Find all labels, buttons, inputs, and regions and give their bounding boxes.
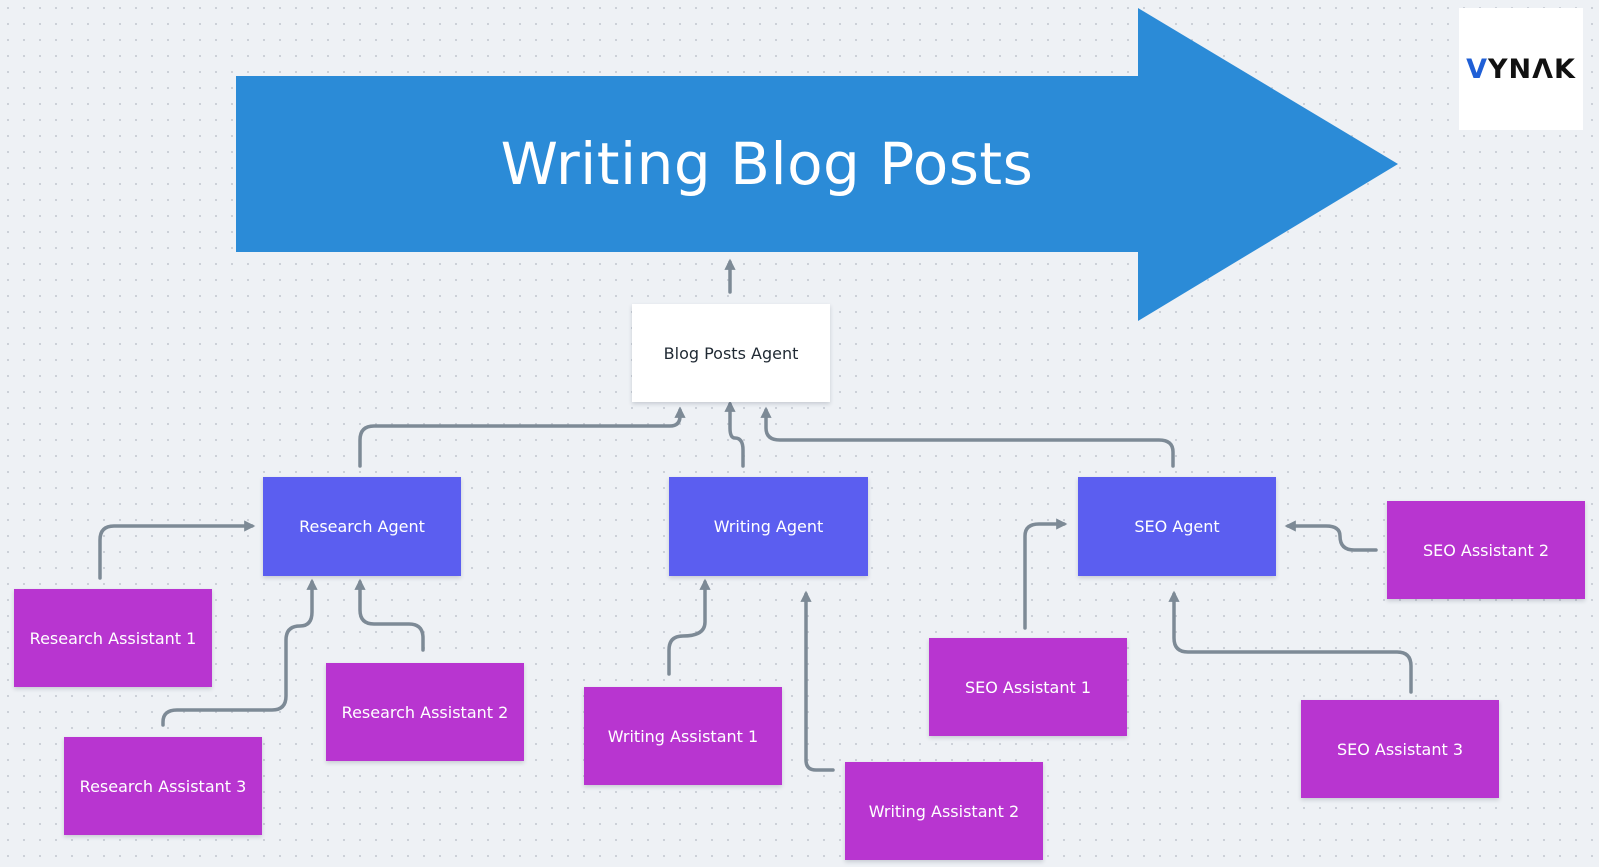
- node-label: Writing Assistant 1: [607, 726, 759, 746]
- node-research-assistant-3[interactable]: Research Assistant 3: [64, 737, 262, 835]
- node-seo-agent[interactable]: SEO Agent: [1078, 477, 1276, 576]
- banner-arrow-head: [1138, 8, 1398, 321]
- edge-seo-assistant-1-to-seo-agent: [1023, 518, 1068, 630]
- node-label: Research Assistant 1: [29, 628, 197, 648]
- node-label: SEO Assistant 1: [964, 677, 1092, 697]
- edge-writing-assistant-2-to-writing-agent: [800, 590, 835, 772]
- node-label: SEO Agent: [1134, 517, 1220, 536]
- node-blog-posts-agent[interactable]: Blog Posts Agent: [632, 304, 830, 402]
- edge-research-assistant-2-to-research-agent: [354, 578, 425, 652]
- node-writing-agent[interactable]: Writing Agent: [669, 477, 868, 576]
- edge-research-assistant-1-to-research-agent: [98, 520, 256, 580]
- node-label: Research Assistant 2: [341, 702, 509, 722]
- node-label: Writing Assistant 2: [868, 801, 1020, 821]
- logo-wordmark: VYNΛK: [1466, 54, 1576, 85]
- node-label: SEO Assistant 3: [1336, 739, 1464, 759]
- node-research-assistant-1[interactable]: Research Assistant 1: [14, 589, 212, 687]
- node-research-agent[interactable]: Research Agent: [263, 477, 461, 576]
- edge-research-agent-to-blog-posts-agent: [358, 406, 686, 468]
- node-writing-assistant-2[interactable]: Writing Assistant 2: [845, 762, 1043, 860]
- node-label: Blog Posts Agent: [663, 343, 799, 363]
- node-label: Writing Agent: [713, 517, 824, 536]
- node-writing-assistant-1[interactable]: Writing Assistant 1: [584, 687, 782, 785]
- node-label: Research Agent: [299, 517, 425, 536]
- node-label: Research Assistant 3: [79, 776, 247, 796]
- edge-seo-agent-to-blog-posts-agent: [760, 406, 1175, 468]
- vynak-logo: VYNΛK: [1459, 8, 1583, 130]
- node-seo-assistant-3[interactable]: SEO Assistant 3: [1301, 700, 1499, 798]
- node-seo-assistant-2[interactable]: SEO Assistant 2: [1387, 501, 1585, 599]
- banner-arrow-body: [236, 76, 1140, 252]
- node-seo-assistant-1[interactable]: SEO Assistant 1: [929, 638, 1127, 736]
- logo-letters-rest: YNΛK: [1487, 53, 1576, 85]
- node-research-assistant-2[interactable]: Research Assistant 2: [326, 663, 524, 761]
- node-label: SEO Assistant 2: [1422, 540, 1550, 560]
- logo-letter-v: V: [1466, 53, 1488, 85]
- edge-seo-assistant-2-to-seo-agent: [1284, 520, 1378, 552]
- banner-title: Writing Blog Posts: [500, 130, 1034, 198]
- edge-writing-agent-to-blog-posts-agent: [724, 400, 745, 468]
- edge-seo-assistant-3-to-seo-agent: [1168, 590, 1413, 694]
- edge-writing-assistant-1-to-writing-agent: [667, 578, 711, 676]
